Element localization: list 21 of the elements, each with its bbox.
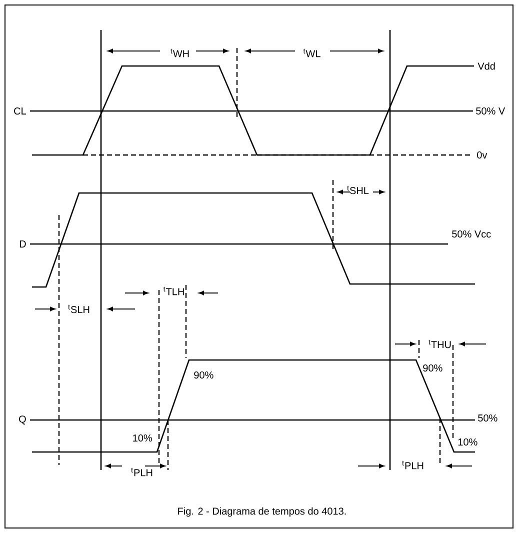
- signal-label: 90%: [194, 371, 214, 379]
- signal-label: $^{t}$SHL: [347, 186, 369, 194]
- signal-label: $^{t}$THU: [428, 340, 451, 348]
- signal-label: Vdd: [478, 62, 495, 70]
- signal-label: Q: [19, 416, 26, 424]
- signal-label: $^{t}$PLH: [131, 468, 152, 476]
- signal-label: 50% V: [476, 107, 506, 115]
- signal-label: 90%: [423, 364, 442, 372]
- signal-label: $^{t}$WH: [170, 48, 189, 58]
- signal-label: $^{t}$PLH: [402, 460, 424, 470]
- caption: Fig. 2 - Diagrama de tempos do 4013.: [178, 507, 346, 517]
- signal-label: 50% Vcc: [452, 230, 491, 238]
- signal-label: $^{t}$WL: [303, 48, 320, 58]
- signal-label: 10%: [458, 438, 478, 446]
- signal-label: D: [20, 240, 26, 248]
- signal-label: $^{t}$SLH: [68, 304, 90, 314]
- signal-label: 50%: [478, 414, 498, 422]
- signal-label: CL: [14, 107, 26, 115]
- signal-label: 10%: [133, 434, 152, 442]
- signal-label: $^{t}$TLH: [163, 286, 184, 296]
- signal-label: 0v: [477, 151, 488, 159]
